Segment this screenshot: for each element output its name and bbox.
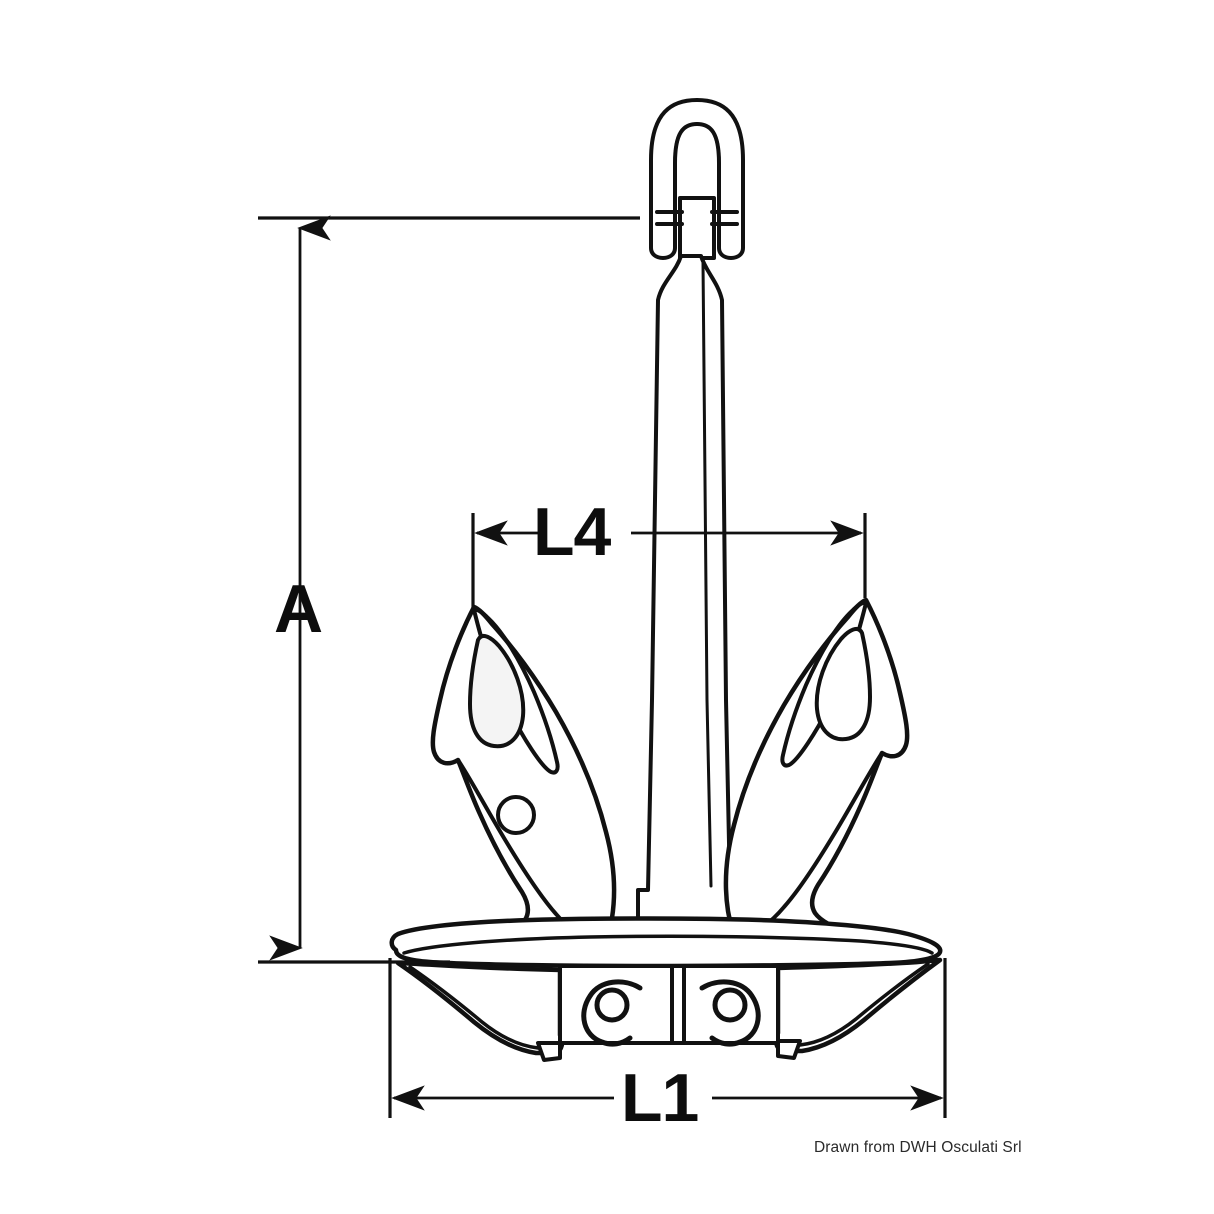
crown-bar-inner-line: [402, 934, 934, 955]
dimension-A: [258, 215, 640, 964]
shank: [636, 254, 744, 928]
crown-pivot-right-arc: [699, 979, 761, 1047]
fluke-bolt-hole: [496, 795, 536, 835]
dimension-L1: [388, 958, 947, 1118]
left-fluke: [430, 604, 617, 951]
crown-left-wing-inner: [408, 965, 556, 1050]
crown-pivot-right: [712, 987, 748, 1023]
crown-pivot-left-arc: [581, 979, 643, 1047]
drawing-credit: Drawn from DWH Osculati Srl: [814, 1139, 1022, 1156]
crown-foot-right: [776, 1039, 802, 1060]
right-fluke: [723, 597, 910, 944]
shackle-pin: [655, 210, 739, 226]
dimension-label-a: A: [274, 571, 324, 647]
anchor-assembly: [389, 98, 943, 1062]
dimension-layer: [258, 215, 947, 1118]
shank-inner-edge: [701, 260, 713, 888]
crown-pivot-left: [594, 987, 630, 1023]
dimension-label-l4: L4: [533, 494, 611, 570]
dimension-label-l1: L1: [621, 1060, 699, 1136]
shackle-inner-line: [673, 122, 721, 250]
left-fluke-teardrop-hole: [468, 634, 526, 749]
crown-right-wing-inner: [782, 962, 930, 1047]
right-fluke-teardrop-hole: [814, 627, 872, 742]
crown-foot-left: [536, 1041, 562, 1062]
shank-head: [678, 196, 716, 260]
dimension-L4: [471, 513, 867, 608]
